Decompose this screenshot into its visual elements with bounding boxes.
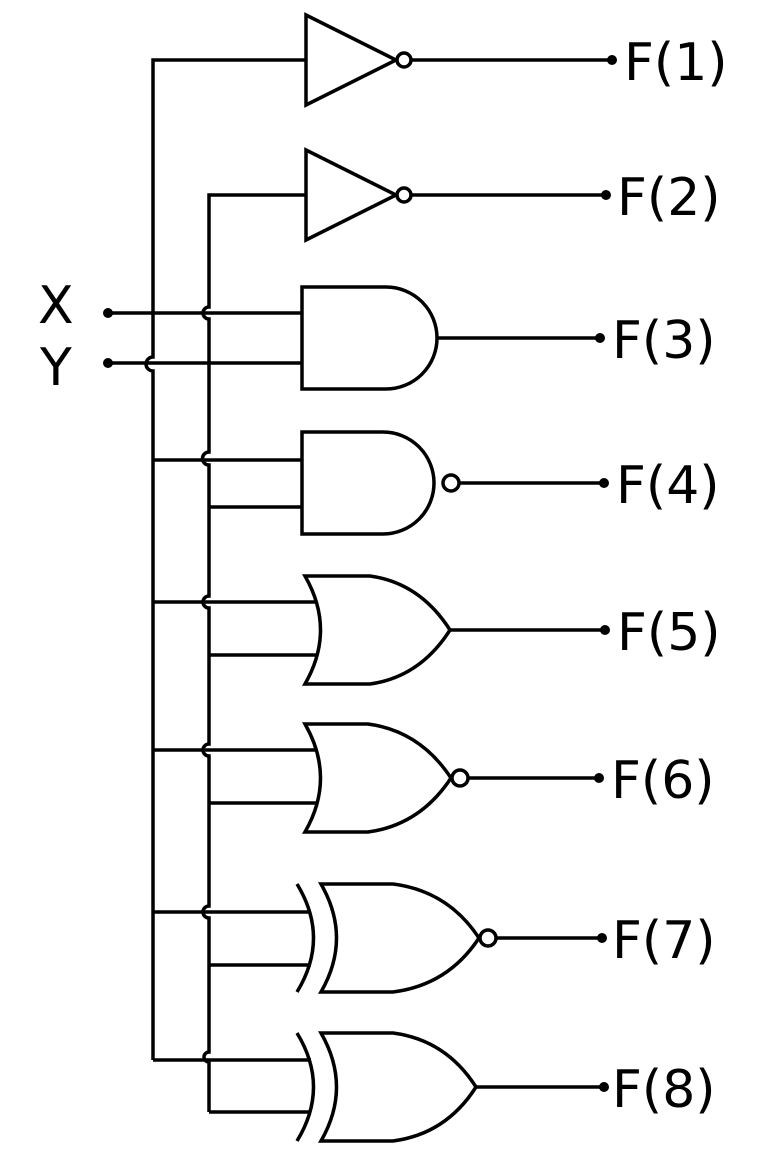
inverter-bubble-7 — [478, 928, 498, 948]
bus-x-vertical — [144, 58, 305, 1060]
output-terminal-8 — [599, 1082, 609, 1092]
nand-gate — [300, 430, 436, 536]
nor-gate — [301, 722, 454, 834]
xor-gate — [317, 1031, 479, 1143]
output-label-2: F(2) — [617, 168, 721, 228]
xnor-extra-curve — [295, 883, 316, 993]
output-terminal-5 — [600, 625, 610, 635]
and-gate — [300, 285, 439, 391]
output-terminal-3 — [595, 333, 605, 343]
xnor-gate — [317, 882, 482, 994]
or-gate — [301, 574, 453, 686]
output-label-1: F(1) — [624, 33, 728, 93]
output-terminal-1 — [607, 55, 617, 65]
xor-extra-curve — [295, 1032, 316, 1142]
output-label-7: F(7) — [612, 911, 716, 971]
input-label-y: Y — [39, 338, 72, 398]
inverter-bubble-4 — [441, 473, 461, 493]
inverter-bubble-2 — [395, 186, 413, 204]
not-gate-2 — [304, 147, 400, 243]
output-label-5: F(5) — [617, 603, 721, 663]
output-label-3: F(3) — [612, 311, 716, 371]
inverter-bubble-1 — [395, 51, 413, 69]
output-terminal-4 — [599, 478, 609, 488]
output-terminal-2 — [601, 190, 611, 200]
not-gate-1 — [304, 12, 400, 108]
output-label-8: F(8) — [612, 1060, 716, 1120]
output-label-6: F(6) — [611, 751, 715, 811]
output-terminal-7 — [597, 933, 607, 943]
input-label-x: X — [38, 276, 74, 336]
output-label-4: F(4) — [616, 456, 720, 516]
bus-y-vertical — [200, 193, 305, 1112]
inverter-bubble-6 — [450, 768, 470, 788]
output-terminal-6 — [594, 773, 604, 783]
